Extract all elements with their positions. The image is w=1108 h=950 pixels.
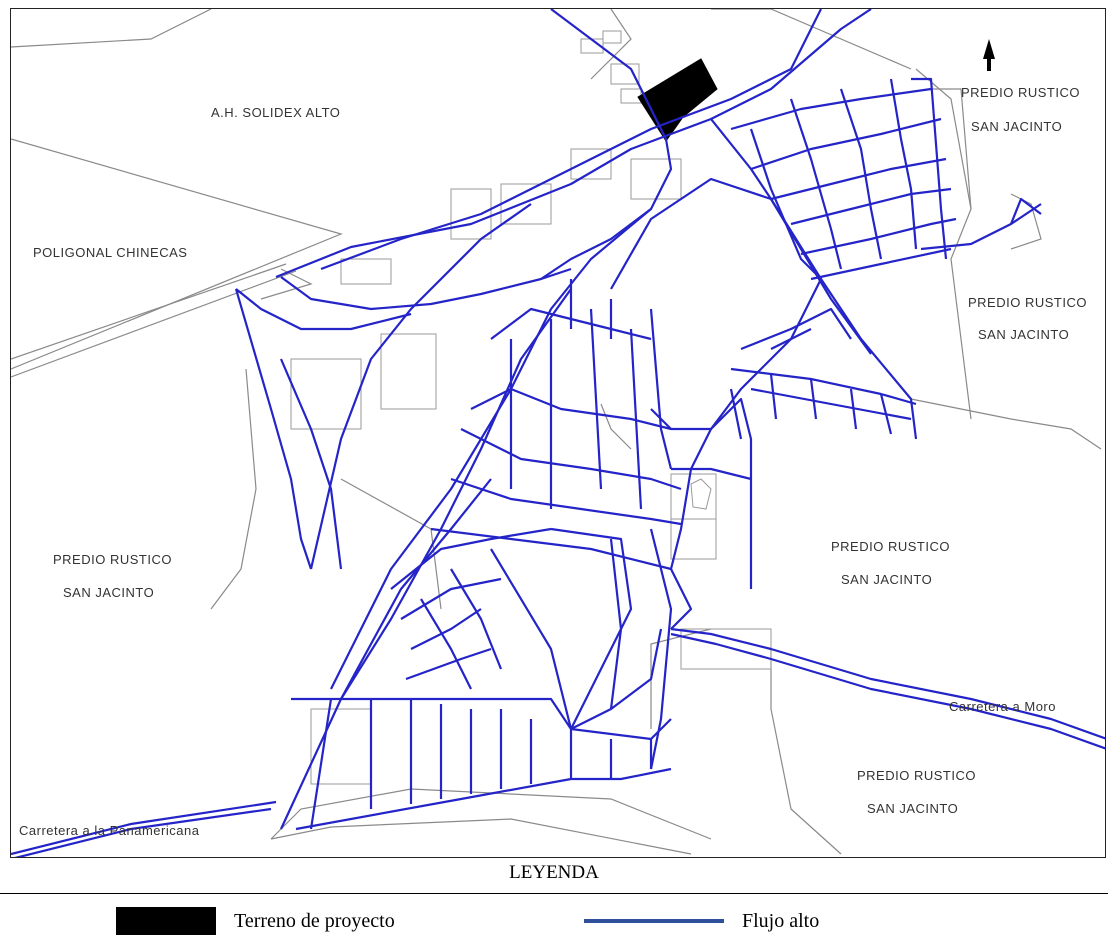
legend-title: LEYENDA xyxy=(509,862,599,883)
label-predio-4a: PREDIO RUSTICO xyxy=(831,539,950,554)
legend-item-project: Terreno de proyecto xyxy=(116,905,395,937)
flow-network xyxy=(11,9,1105,857)
label-carretera-panamericana: Carretera a la Panamericana xyxy=(19,823,200,838)
label-predio-1b: SAN JACINTO xyxy=(971,119,1062,134)
legend-item-flow: Flujo alto xyxy=(584,905,819,937)
building-outlines xyxy=(290,30,772,785)
map-frame: A.H. SOLIDEX ALTO POLIGONAL CHINECAS PRE… xyxy=(10,8,1106,858)
label-predio-5a: PREDIO RUSTICO xyxy=(857,768,976,783)
urban-plan-map: A.H. SOLIDEX ALTO POLIGONAL CHINECAS PRE… xyxy=(11,9,1105,857)
label-carretera-moro: Carretera a Moro xyxy=(949,699,1056,714)
legend-divider xyxy=(0,893,1108,894)
north-arrow-icon xyxy=(983,39,995,71)
label-predio-2a: PREDIO RUSTICO xyxy=(968,295,1087,310)
label-predio-5b: SAN JACINTO xyxy=(867,801,958,816)
label-predio-4b: SAN JACINTO xyxy=(841,572,932,587)
label-predio-3b: SAN JACINTO xyxy=(63,585,154,600)
label-predio-1a: PREDIO RUSTICO xyxy=(961,85,1080,100)
label-chinecas: POLIGONAL CHINECAS xyxy=(33,245,187,260)
legend-swatch-flow xyxy=(584,919,724,923)
label-predio-2b: SAN JACINTO xyxy=(978,327,1069,342)
legend-label-flow: Flujo alto xyxy=(742,909,820,932)
terrain-outlines xyxy=(11,9,1102,855)
label-predio-3a: PREDIO RUSTICO xyxy=(53,552,172,567)
legend-label-project: Terreno de proyecto xyxy=(234,909,395,932)
legend-swatch-project xyxy=(116,907,216,935)
label-solidex: A.H. SOLIDEX ALTO xyxy=(211,105,340,120)
